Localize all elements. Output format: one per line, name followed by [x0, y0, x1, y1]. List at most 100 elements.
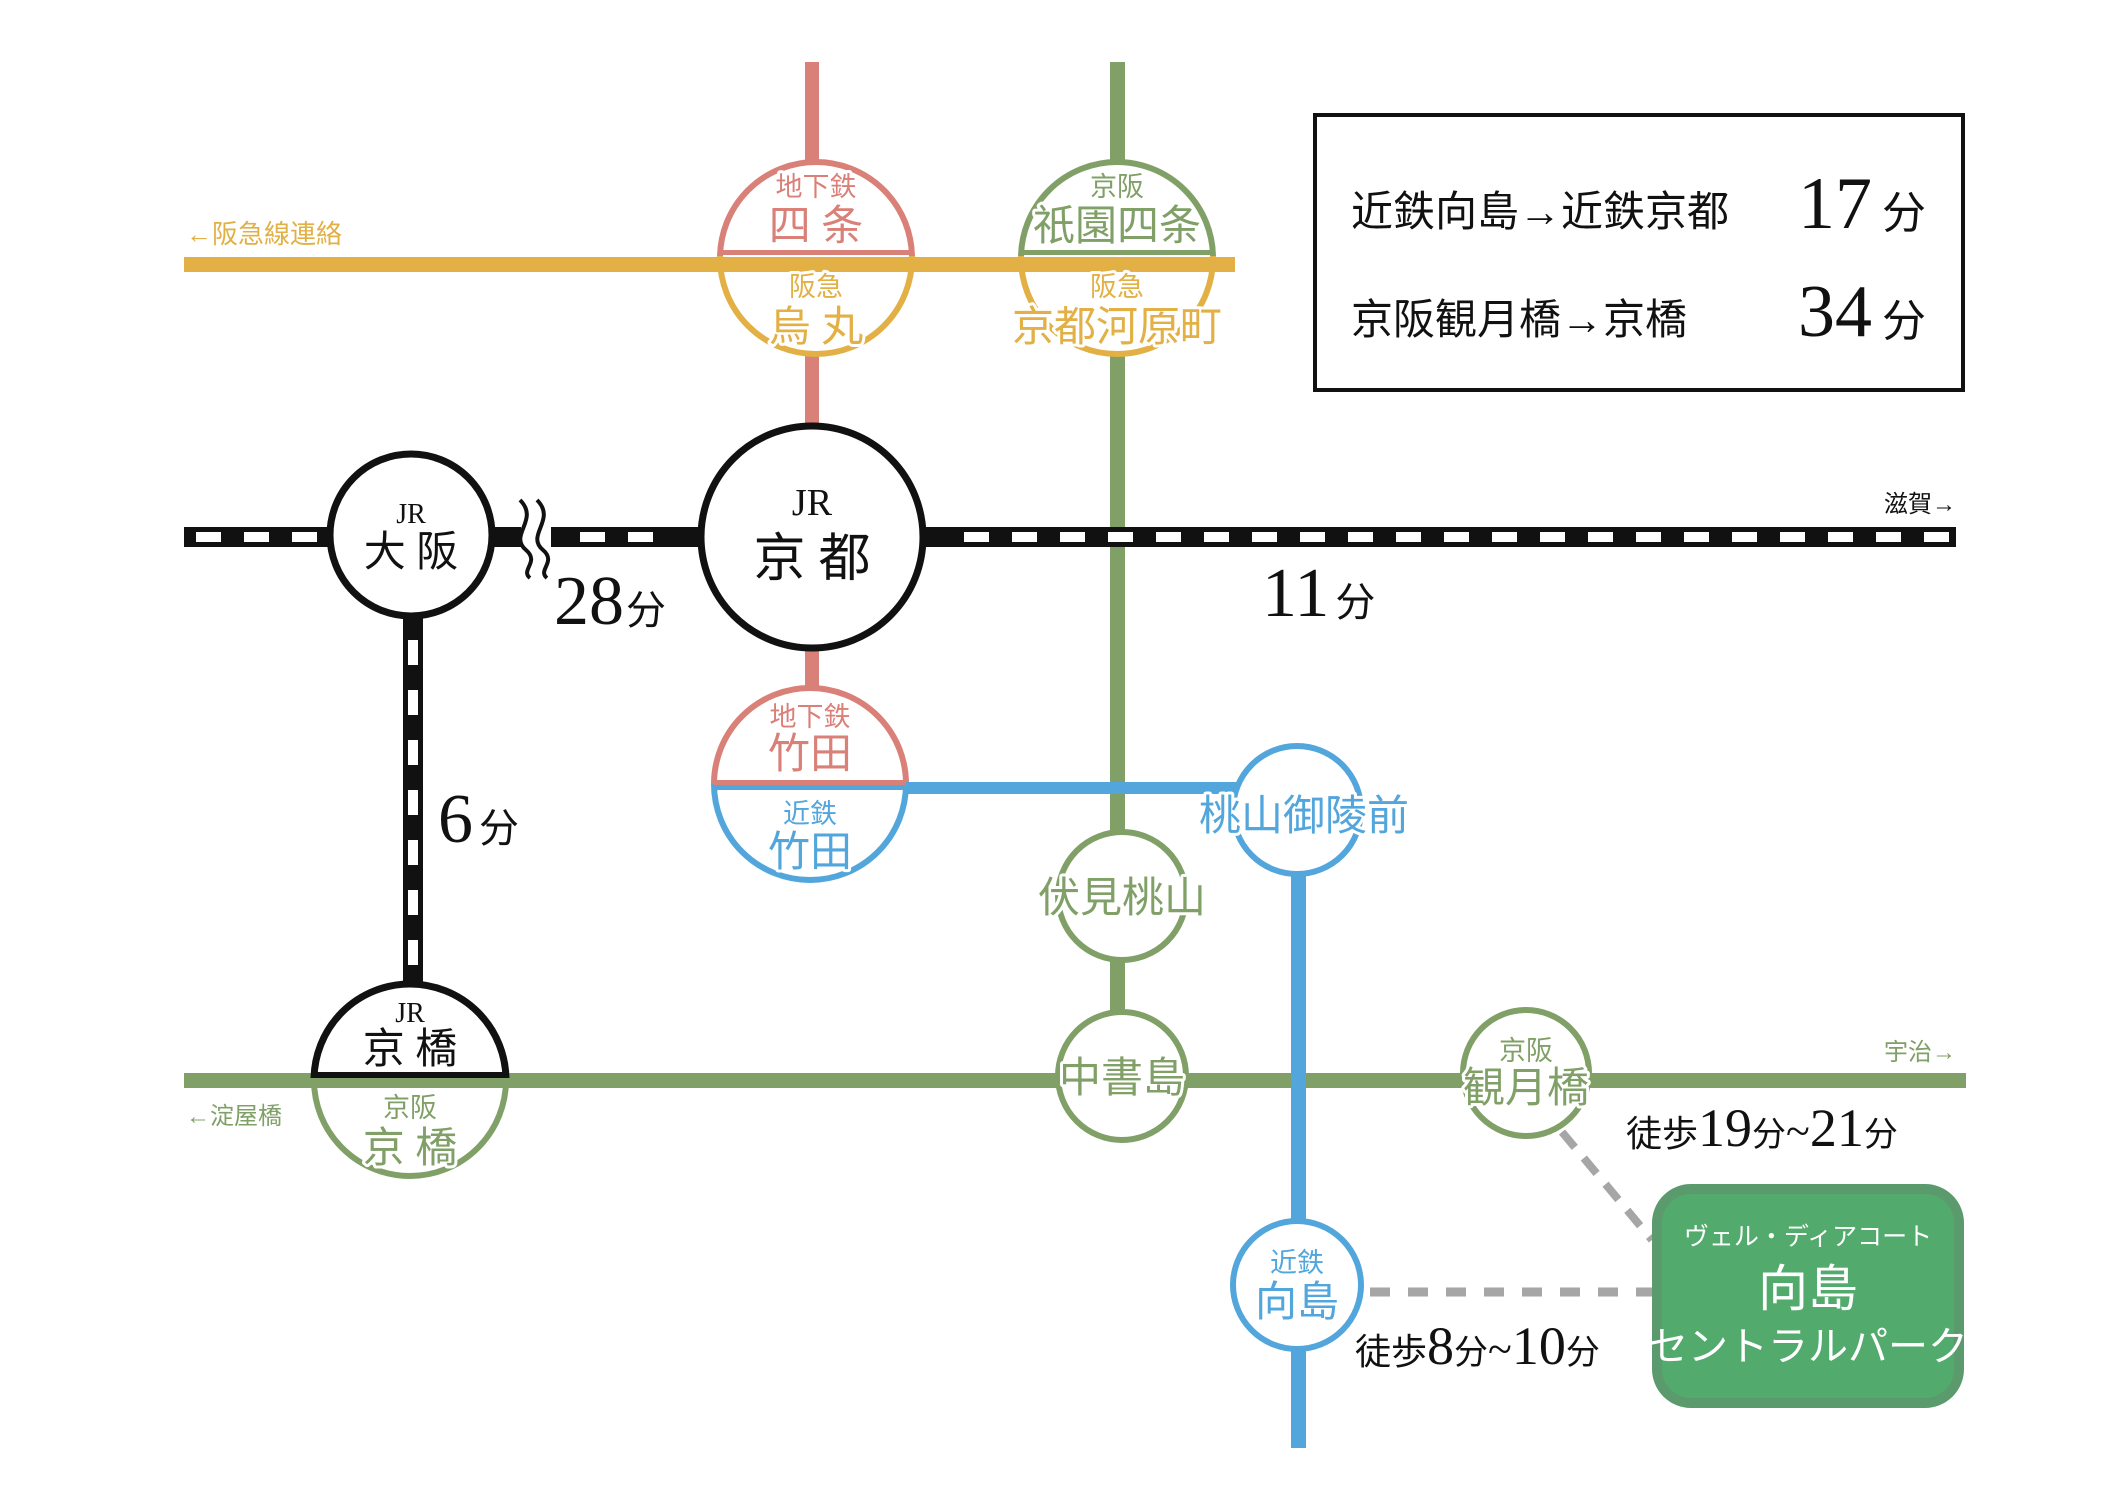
- travel-time-unit: 分: [1335, 580, 1375, 625]
- station-kyobashi[interactable]: [290, 980, 530, 1179]
- jr-dash: [408, 740, 418, 765]
- jr-dash: [1636, 532, 1661, 542]
- jr-dash: [244, 532, 269, 542]
- jr-dash: [1300, 532, 1325, 542]
- travel-time-unit: 分: [626, 588, 666, 633]
- jr-dash: [408, 690, 418, 715]
- gion-shijo-name-label: 祇園四条: [1033, 204, 1201, 250]
- shijo-name-label: 四 条: [769, 204, 864, 250]
- jr-dash: [408, 640, 418, 665]
- station-kangetsukyo[interactable]: [1460, 1007, 1592, 1139]
- jr-dash: [964, 532, 989, 542]
- walk-to: 10: [1512, 1316, 1566, 1376]
- jr-dash: [1252, 532, 1277, 542]
- jr-kyoto-name-label: 京 都: [753, 531, 870, 588]
- jr-dash: [408, 940, 418, 965]
- jr-dash: [1396, 532, 1421, 542]
- station-fushimi-momoyama[interactable]: [1055, 829, 1189, 963]
- summary-minutes: 34: [1798, 271, 1872, 353]
- fushimi-momoyama-label: 伏見桃山: [1038, 876, 1206, 922]
- jr-dash: [408, 890, 418, 915]
- walk-unit: 分: [1864, 1117, 1898, 1154]
- keihan-kyobashi-operator-label: 京阪: [383, 1093, 437, 1123]
- kangetsukyo-name-label: 観月橋: [1463, 1066, 1589, 1112]
- distance-break-mark: [518, 498, 551, 580]
- karasuma-name-label: 烏 丸: [769, 305, 864, 351]
- station-mukaijima[interactable]: [1230, 1218, 1364, 1352]
- walk-sep: ~: [1488, 1325, 1512, 1374]
- travel-time-value: 11: [1262, 555, 1329, 632]
- jr-line-dashes: [196, 532, 1949, 542]
- karasuma-operator-label: 阪急: [789, 272, 843, 302]
- walk-from: 8: [1427, 1316, 1454, 1376]
- kintetsu-takeda-operator-label: 近鉄: [783, 799, 837, 829]
- jr-dash: [1012, 532, 1037, 542]
- summary-route-2: 京阪観月橋→京橋: [1351, 297, 1687, 344]
- jr-dash: [1108, 532, 1133, 542]
- jr-osaka-name-label: 大 阪: [364, 530, 459, 576]
- gion-shijo-operator-label: 京阪: [1090, 172, 1144, 202]
- property-brand: ヴェル・ディアコート: [1684, 1223, 1932, 1251]
- property-name: 向島: [1758, 1261, 1858, 1317]
- station-jr-kyoto[interactable]: [697, 422, 927, 652]
- jr-dash: [292, 532, 317, 542]
- jr-dash: [408, 840, 418, 865]
- kangetsukyo-operator-label: 京阪: [1499, 1036, 1553, 1066]
- jr-dash: [628, 532, 653, 542]
- jr-dash: [196, 532, 221, 542]
- shijo-operator-label: 地下鉄: [776, 172, 857, 202]
- jr-dash: [1444, 532, 1469, 542]
- property-subname: セントラルパーク: [1648, 1324, 1968, 1369]
- shiga-direction-label: 滋賀→: [1884, 491, 1956, 518]
- jr-dash: [1060, 532, 1085, 542]
- subway-takeda-name-label: 竹田: [768, 732, 852, 778]
- summary-unit: 分: [1882, 189, 1926, 238]
- yodoyabashi-direction-label: ←淀屋橋: [186, 1103, 282, 1130]
- station-momoyama-goryomae[interactable]: [1230, 743, 1364, 877]
- jr-dash: [580, 532, 605, 542]
- walk-time-mukaijima: 徒歩8分~10分: [1355, 1316, 1600, 1376]
- walk-prefix: 徒歩: [1355, 1332, 1427, 1372]
- mukaijima-operator-label: 近鉄: [1270, 1248, 1324, 1278]
- jr-dash: [1204, 532, 1229, 542]
- walking-route-kangetsukyo: [1558, 1129, 1656, 1243]
- hankyu-link-direction-label: ←阪急線連絡: [186, 220, 342, 249]
- jr-kyobashi-operator-label: JR: [395, 998, 425, 1029]
- jr-dash: [1684, 532, 1709, 542]
- travel-time-osaka-kyoto: 28分: [554, 563, 666, 640]
- momoyama-goryomae-label: 桃山御陵前: [1199, 794, 1409, 840]
- jr-dash: [1348, 532, 1373, 542]
- nakashojima-label: 中書島: [1059, 1056, 1185, 1102]
- jr-dash: [1588, 532, 1613, 542]
- jr-dash: [1876, 532, 1901, 542]
- jr-kyoto-operator-label: JR: [792, 482, 833, 524]
- walk-unit: 分: [1454, 1335, 1488, 1372]
- uji-direction-label: 宇治→: [1884, 1039, 1956, 1066]
- jr-dash: [1780, 532, 1805, 542]
- jr-kyoto-line: [184, 527, 1956, 547]
- summary-route-1: 近鉄向島→近鉄京都: [1351, 189, 1729, 236]
- property-marker[interactable]: ヴェル・ディアコート 向島 セントラルパーク: [1648, 1184, 1968, 1408]
- kawaramachi-operator-label: 阪急: [1090, 272, 1144, 302]
- jr-dash: [1828, 532, 1853, 542]
- mukaijima-name-label: 向島: [1255, 1280, 1339, 1326]
- jr-dash: [408, 790, 418, 815]
- jr-dash: [1924, 532, 1949, 542]
- jr-line-dashes: [408, 640, 418, 965]
- walk-unit: 分: [1566, 1335, 1600, 1372]
- jr-dash: [1492, 532, 1517, 542]
- station-gion-shijo-kawaramachi[interactable]: [1010, 159, 1235, 357]
- walk-time-kangetsukyo: 徒歩19分~21分: [1626, 1098, 1898, 1158]
- jr-tozai-line: [403, 600, 423, 1000]
- station-nakashojima[interactable]: [1055, 1009, 1189, 1143]
- travel-time-value: 28: [554, 563, 624, 640]
- walk-unit: 分: [1752, 1117, 1786, 1154]
- station-jr-osaka[interactable]: [326, 450, 496, 620]
- station-takeda[interactable]: [711, 685, 916, 883]
- station-shijo-karasuma[interactable]: [700, 159, 940, 357]
- jr-dash: [1156, 532, 1181, 542]
